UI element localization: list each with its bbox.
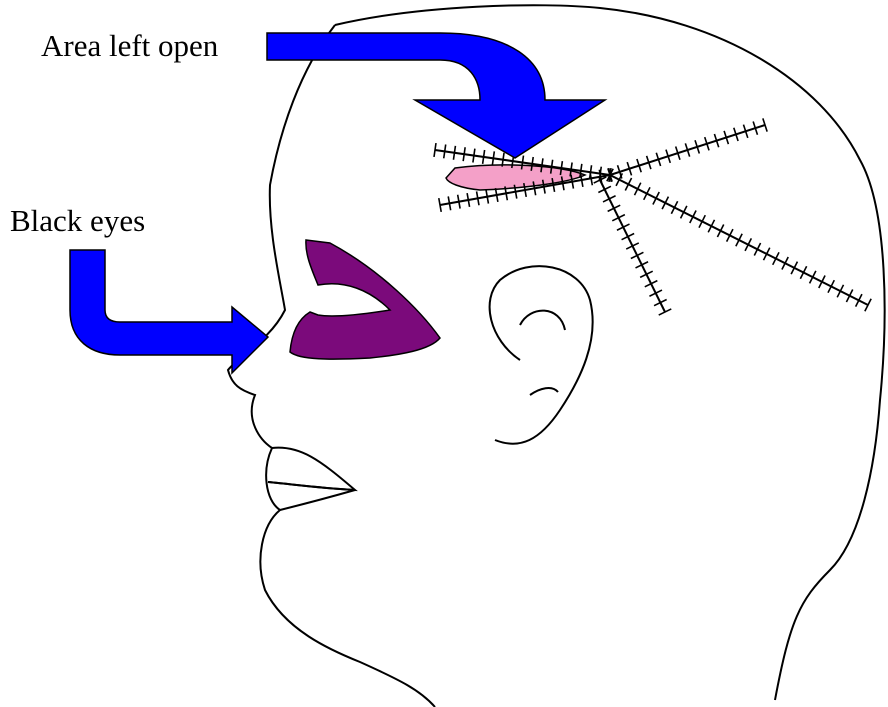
stitch-tick: [444, 144, 446, 158]
stitch-tick: [473, 149, 475, 163]
stitch-tick: [463, 147, 465, 161]
stitch-tick: [453, 146, 455, 160]
ear-lobe-line: [530, 388, 558, 395]
curved-arrow-down-icon: [267, 33, 605, 158]
stitch-tick: [492, 151, 494, 165]
ear-outline: [490, 266, 593, 444]
stitch-tick: [434, 143, 436, 157]
area-left-open-label: Area left open: [41, 30, 218, 61]
curved-arrow-right-icon: [70, 250, 268, 373]
lower-lip: [268, 482, 355, 510]
face-profile: [228, 25, 435, 707]
black-eye-bruise: [290, 240, 440, 359]
ear-inner: [520, 311, 565, 330]
stitch-tick: [483, 150, 485, 164]
head-outline: [335, 5, 885, 700]
black-eyes-label: Black eyes: [10, 205, 145, 236]
